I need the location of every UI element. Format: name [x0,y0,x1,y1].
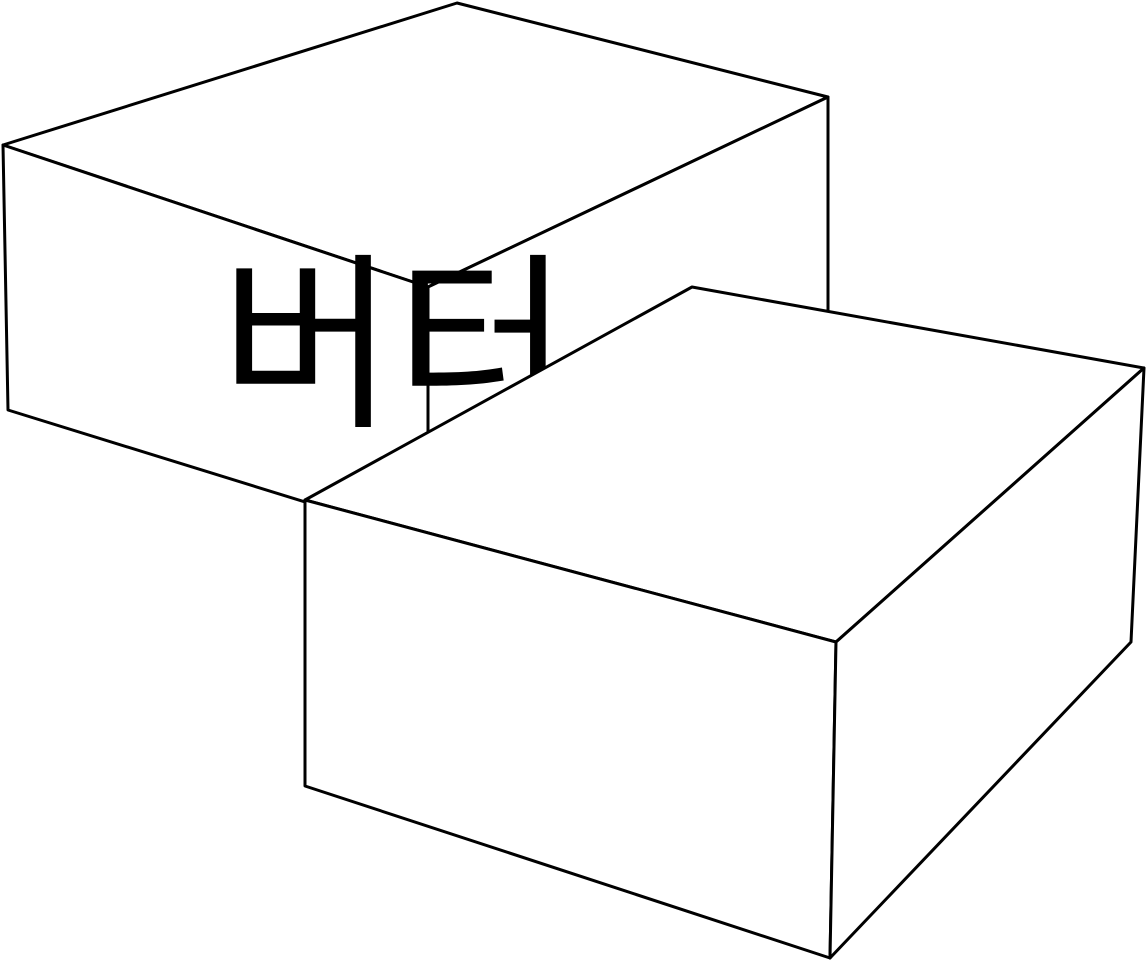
front-butter-block [303,285,1146,960]
front-block-right-face [828,366,1146,960]
